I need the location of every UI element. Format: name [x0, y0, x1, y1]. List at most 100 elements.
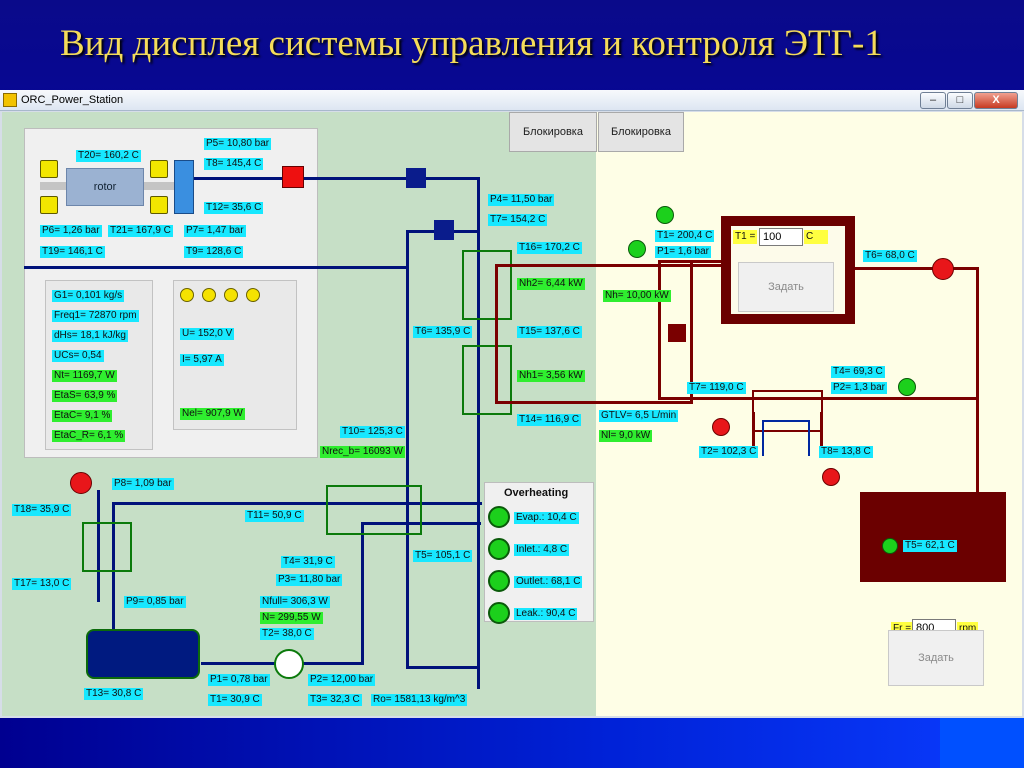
- overheat-outlet-indicator: [488, 570, 510, 592]
- overheat-inlet: Inlet.: 4,8 C: [514, 544, 570, 556]
- sensor-t13: T13= 30,8 C: [84, 688, 144, 700]
- turbine-stats-panel: [45, 280, 153, 450]
- pipe: [976, 397, 979, 495]
- bearing-icon: [40, 160, 58, 178]
- heat-exchanger-2: [462, 250, 512, 320]
- sensor-t4: T4= 31,9 C: [281, 556, 335, 568]
- t1-setpoint-input[interactable]: 100: [759, 228, 803, 246]
- sensor-p7: P7= 1,47 bar: [184, 225, 246, 237]
- overheat-evap-indicator: [488, 506, 510, 528]
- sensor-gtlv: GTLV= 6,5 L/min: [599, 410, 679, 422]
- pipe: [495, 401, 693, 404]
- lamp-icon: [180, 288, 194, 302]
- sensor-t16: T16= 170,2 C: [517, 242, 582, 254]
- electric-nel: Nel= 907,9 W: [180, 408, 245, 420]
- pipe: [194, 177, 288, 180]
- sensor-heater-t1: T1= 200,4 C: [655, 230, 715, 242]
- recuperator: [326, 485, 422, 535]
- sensor-t6: T6= 135,9 C: [413, 326, 473, 338]
- bearing-icon: [150, 160, 168, 178]
- pipe: [690, 260, 693, 404]
- pipe: [24, 266, 409, 269]
- electric-u: U= 152,0 V: [180, 328, 235, 340]
- sensor-heater-t7: T7= 119,0 C: [687, 382, 746, 394]
- bearing-icon: [150, 196, 168, 214]
- block-button-1[interactable]: Блокировка: [509, 112, 597, 152]
- sensor-t15: T15= 137,6 C: [517, 326, 582, 338]
- indicator-green: [656, 206, 674, 224]
- stat-etas: EtaS= 63,9 %: [52, 390, 118, 402]
- sensor-p2: P2= 12,00 bar: [308, 674, 376, 686]
- sensor-p3: P3= 11,80 bar: [276, 574, 343, 586]
- stat-ucs: UCs= 0,54: [52, 350, 104, 362]
- sensor-nh1: Nh1= 3,56 kW: [517, 370, 585, 382]
- turbine-disk-icon: [174, 160, 194, 214]
- pipe: [820, 412, 823, 456]
- pipe: [854, 267, 978, 270]
- electric-i: I= 5,97 A: [180, 354, 224, 366]
- maximize-button[interactable]: □: [947, 92, 973, 109]
- sensor-heater-t6: T6= 68,0 C: [863, 250, 917, 262]
- close-button[interactable]: X: [974, 92, 1018, 109]
- cold-water-loop: [762, 420, 810, 456]
- sensor-t1: T1= 30,9 C: [208, 694, 262, 706]
- rotor: rotor: [66, 168, 144, 206]
- pipe: [658, 260, 661, 400]
- pipe: [495, 264, 725, 267]
- window-content: Блокировка Блокировка rotor: [2, 112, 1022, 716]
- electric-panel: [173, 280, 297, 430]
- sensor-p4: P4= 11,50 bar: [488, 194, 555, 206]
- pipe: [303, 662, 363, 665]
- stat-dhs: dHs= 18,1 kJ/kg: [52, 330, 128, 342]
- sensor-t2: T2= 38,0 C: [260, 628, 314, 640]
- pipe: [361, 522, 364, 665]
- sensor-n: N= 299,55 W: [260, 612, 323, 624]
- sensor-t3: T3= 32,3 C: [308, 694, 362, 706]
- sensor-t17: T17= 13,0 C: [12, 578, 72, 590]
- indicator-red: [712, 418, 730, 436]
- sensor-p9: P9= 0,85 bar: [124, 596, 186, 608]
- pipe: [304, 177, 480, 180]
- pipe: [406, 666, 480, 669]
- sensor-heater-t8: T8= 13,8 C: [819, 446, 873, 458]
- sensor-heater-p1: P1= 1,6 bar: [655, 246, 711, 258]
- sensor-t5: T5= 105,1 C: [413, 550, 473, 562]
- sensor-heater-t2: T2= 102,3 C: [699, 446, 759, 458]
- t1-setpoint-unit: C: [804, 230, 828, 244]
- set-fr-button[interactable]: Задать: [888, 630, 984, 686]
- sensor-p5: P5= 10,80 bar: [204, 138, 272, 150]
- sensor-p6: P6= 1,26 bar: [40, 225, 102, 237]
- slide-bottom-band: [0, 718, 1024, 768]
- indicator-green: [898, 378, 916, 396]
- pipe: [112, 502, 115, 632]
- indicator-red: [70, 472, 92, 494]
- sensor-heater-t5: T5= 62,1 C: [903, 540, 957, 552]
- bearing-icon: [40, 196, 58, 214]
- lamp-icon: [202, 288, 216, 302]
- sensor-p8: P8= 1,09 bar: [112, 478, 174, 490]
- set-t1-button[interactable]: Задать: [738, 262, 834, 312]
- window-title: ORC_Power_Station: [21, 94, 124, 106]
- valve-icon: [406, 168, 426, 188]
- sensor-t10: T10= 125,3 C: [340, 426, 405, 438]
- indicator-red: [932, 258, 954, 280]
- sensor-ro: Ro= 1581,13 kg/m^3: [371, 694, 468, 706]
- stat-etac: EtaC= 9,1 %: [52, 410, 113, 422]
- overheating-title: Overheating: [504, 487, 569, 499]
- sensor-t21: T21= 167,9 C: [108, 225, 173, 237]
- sensor-t19: T19= 146,1 C: [40, 246, 105, 258]
- pipe: [495, 264, 498, 404]
- receiver-tank: [86, 629, 200, 679]
- stat-g1: G1= 0,101 kg/s: [52, 290, 125, 302]
- pipe: [477, 177, 480, 689]
- pipe: [97, 490, 100, 602]
- block-button-2[interactable]: Блокировка: [598, 112, 684, 152]
- pipe: [752, 412, 755, 456]
- condenser: [82, 522, 132, 572]
- pump-icon: [274, 649, 304, 679]
- minimize-button[interactable]: –: [920, 92, 946, 109]
- slide-bottom-block: [940, 718, 1024, 768]
- valve-icon: [282, 166, 304, 188]
- overheat-leak-indicator: [488, 602, 510, 624]
- indicator-green: [882, 538, 898, 554]
